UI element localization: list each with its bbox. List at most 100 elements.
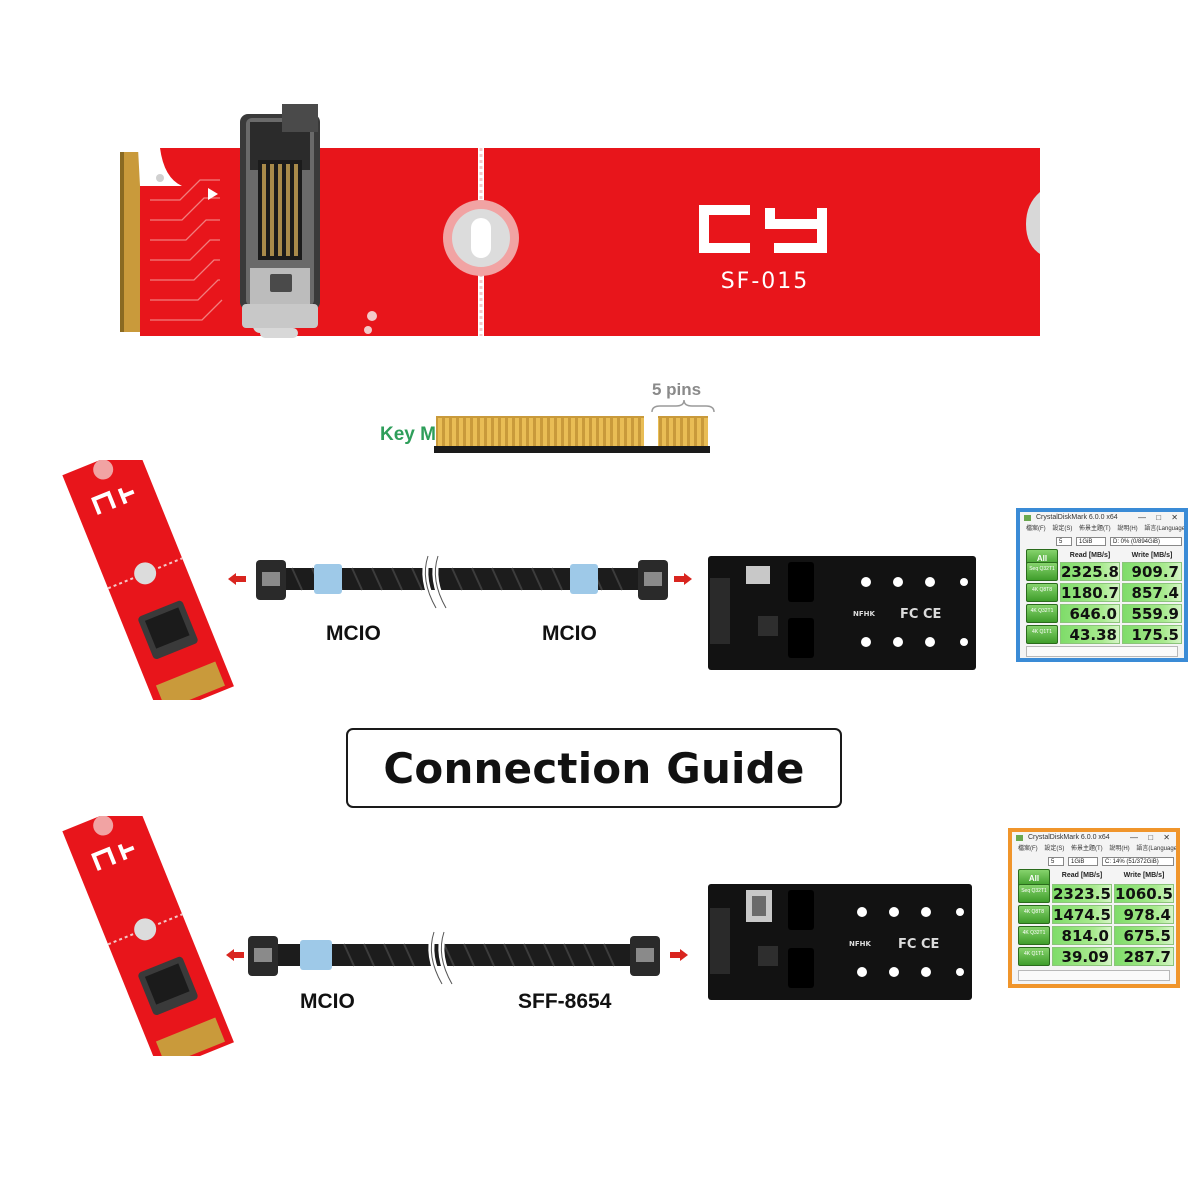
lower-m2-board — [62, 816, 234, 1056]
gold-pin — [466, 418, 470, 446]
gold-pin — [515, 418, 519, 446]
bench-row-button[interactable]: 4K Q8T8 — [1018, 905, 1050, 924]
crystaldiskmark-window-1: CrystalDiskMark 6.0.0 x64 — □ ✕ 檔案(F) 設定(… — [1016, 508, 1188, 662]
upper-m2-board — [62, 460, 234, 700]
gold-pin — [543, 418, 547, 446]
bench-row-button[interactable]: Seq Q32T1 — [1026, 562, 1058, 581]
bench-titlebar: CrystalDiskMark 6.0.0 x64 — □ ✕ — [1020, 512, 1184, 524]
bench-controls: 5 1GiB D: 0% (0/894GiB) — [1020, 535, 1184, 549]
read-value: 43.38 — [1060, 625, 1120, 644]
bench-row-button[interactable]: 4K Q32T1 — [1026, 604, 1058, 623]
read-value: 1474.5 — [1052, 905, 1112, 924]
drive-select[interactable]: D: 0% (0/894GiB) — [1110, 537, 1182, 546]
bench-titlebar: CrystalDiskMark 6.0.0 x64 — □ ✕ — [1012, 832, 1176, 844]
runs-select[interactable]: 5 — [1048, 857, 1064, 866]
gold-pin — [536, 418, 540, 446]
bench-comment-field[interactable] — [1026, 646, 1178, 657]
crystaldiskmark-window-2: CrystalDiskMark 6.0.0 x64 — □ ✕ 檔案(F) 設定(… — [1008, 828, 1180, 988]
gold-pin — [522, 418, 526, 446]
read-value: 1180.7 — [1060, 583, 1120, 602]
write-value: 909.7 — [1122, 562, 1182, 581]
bench-title: CrystalDiskMark 6.0.0 x64 — [1028, 834, 1110, 841]
lower-sata-adapter: NFHK FC CE — [708, 884, 972, 1000]
lower-cable-left-label: MCIO — [300, 990, 355, 1013]
write-value: 675.5 — [1114, 926, 1174, 945]
gold-pin — [459, 418, 463, 446]
read-value: 646.0 — [1060, 604, 1120, 623]
window-controls[interactable]: — □ ✕ — [1138, 513, 1182, 522]
upper-cable-left-label: MCIO — [326, 622, 381, 645]
key-m-diagram: Key M 5 pins — [370, 378, 730, 458]
size-select[interactable]: 1GiB — [1068, 857, 1098, 866]
read-header: Read [MB/s] — [1069, 552, 1111, 559]
gold-pin — [620, 418, 624, 446]
size-select[interactable]: 1GiB — [1076, 537, 1106, 546]
read-value: 39.09 — [1052, 947, 1112, 966]
upper-cable-right-label: MCIO — [542, 622, 597, 645]
adapter-cert-label: FC CE — [900, 607, 941, 622]
read-header: Read [MB/s] — [1061, 872, 1103, 879]
gold-pin — [613, 418, 617, 446]
drive-select[interactable]: C: 14% (51/372GiB) — [1102, 857, 1174, 866]
lower-cable — [248, 931, 660, 986]
bench-menu[interactable]: 檔案(F) 設定(S) 佈景主題(T) 說明(H) 語言(Language) — [1018, 846, 1176, 852]
read-value: 814.0 — [1052, 926, 1112, 945]
upper-cable — [256, 555, 668, 610]
gold-pin — [634, 418, 638, 446]
adapter-cert-label: FC CE — [898, 937, 939, 952]
read-value: 2323.5 — [1052, 884, 1112, 903]
write-value: 287.7 — [1114, 947, 1174, 966]
gold-pin — [487, 418, 491, 446]
arrow-right-icon — [670, 949, 688, 961]
write-value: 1060.5 — [1114, 884, 1174, 903]
gold-pin — [669, 418, 673, 446]
arrow-left-icon — [226, 949, 244, 961]
gold-pin — [690, 418, 694, 446]
gold-pin — [480, 418, 484, 446]
bench-comment-field[interactable] — [1018, 970, 1170, 981]
gold-pin — [550, 418, 554, 446]
gold-pin — [445, 418, 449, 446]
arrow-left-icon — [228, 573, 246, 585]
gold-pin — [473, 418, 477, 446]
gold-pin — [529, 418, 533, 446]
gold-pin — [599, 418, 603, 446]
write-value: 978.4 — [1114, 905, 1174, 924]
gold-pin — [564, 418, 568, 446]
connection-guide-box: Connection Guide — [346, 728, 842, 808]
cy-logo — [699, 205, 827, 253]
bench-row-button[interactable]: Seq Q32T1 — [1018, 884, 1050, 903]
bench-row-button[interactable]: 4K Q1T1 — [1026, 625, 1058, 644]
all-button[interactable]: All — [1018, 869, 1050, 887]
connection-guide-title: Connection Guide — [383, 743, 805, 793]
read-value: 2325.8 — [1060, 562, 1120, 581]
bench-row-button[interactable]: 4K Q8T8 — [1026, 583, 1058, 602]
bench-row-button[interactable]: 4K Q32T1 — [1018, 926, 1050, 945]
app-icon — [1016, 835, 1023, 841]
gold-pin — [606, 418, 610, 446]
gold-pin — [571, 418, 575, 446]
adapter-brand-label: NFHK — [849, 940, 871, 948]
m2-adapter-board: SF-015 — [120, 104, 1054, 338]
key-m-label: Key M — [380, 424, 436, 445]
model-label: SF-015 — [721, 269, 810, 294]
gold-pin — [641, 418, 645, 446]
gold-pin — [557, 418, 561, 446]
pins-label: 5 pins — [652, 380, 702, 399]
adapter-brand-label: NFHK — [853, 610, 875, 618]
bench-title: CrystalDiskMark 6.0.0 x64 — [1036, 514, 1118, 521]
write-value: 857.4 — [1122, 583, 1182, 602]
gold-pin — [501, 418, 505, 446]
gold-pin — [697, 418, 701, 446]
gold-pin — [592, 418, 596, 446]
lower-cable-right-label: SFF-8654 — [518, 990, 612, 1013]
runs-select[interactable]: 5 — [1056, 537, 1072, 546]
window-controls[interactable]: — □ ✕ — [1130, 833, 1174, 842]
mcio-connector — [240, 104, 320, 338]
gold-pin — [676, 418, 680, 446]
gold-pin — [578, 418, 582, 446]
gold-pin — [438, 418, 442, 446]
bench-menu[interactable]: 檔案(F) 設定(S) 佈景主題(T) 說明(H) 語言(Language) — [1026, 526, 1184, 532]
write-value: 559.9 — [1122, 604, 1182, 623]
bench-row-button[interactable]: 4K Q1T1 — [1018, 947, 1050, 966]
